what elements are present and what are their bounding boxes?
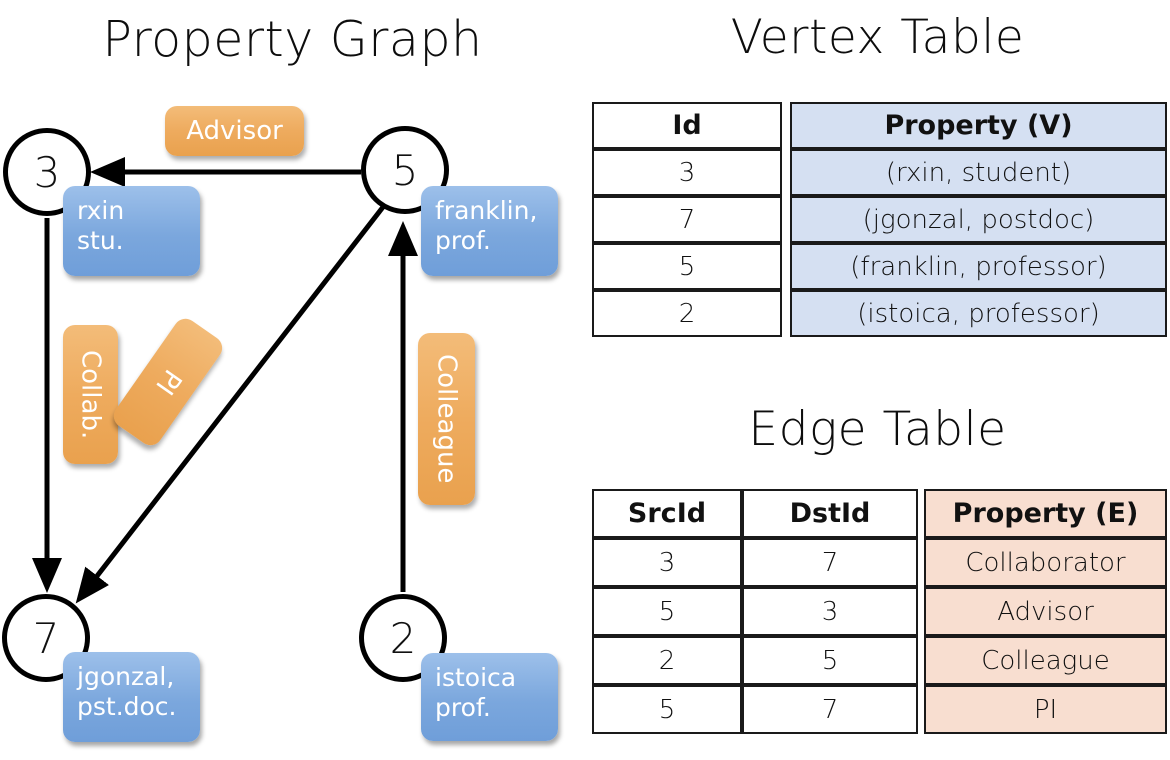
node-5-property-line1: franklin,: [435, 196, 538, 225]
edge-label-colleague-text: Colleague: [431, 354, 462, 484]
vertex-header-id: Id: [592, 102, 782, 149]
edge-header-srcid: SrcId: [592, 489, 742, 538]
node-2-property-line2: prof.: [435, 693, 491, 722]
node-5-property-box: franklin, prof.: [421, 186, 558, 276]
vertex-table-header-row: Id Property (V): [592, 102, 1167, 149]
edge-cell-property: Colleague: [924, 636, 1167, 685]
table-row[interactable]: 5 (franklin, professor): [592, 243, 1167, 290]
edge-cell-srcid: 3: [592, 538, 742, 587]
node-7-property-line2: pst.doc.: [77, 692, 177, 721]
edge-label-pi-text: PI: [149, 363, 187, 401]
node-5-property-line2: prof.: [435, 226, 491, 255]
vertex-table-gutter: [782, 243, 790, 290]
vertex-cell-property: (franklin, professor): [790, 243, 1167, 290]
vertex-cell-property: (rxin, student): [790, 149, 1167, 196]
edge-label-collab: Collab.: [63, 325, 118, 464]
table-row[interactable]: 2 5 Colleague: [592, 636, 1167, 685]
edge-5-to-7: [75, 205, 385, 604]
vertex-cell-id: 3: [592, 149, 782, 196]
vertex-table-gutter: [782, 196, 790, 243]
table-row[interactable]: 3 7 Collaborator: [592, 538, 1167, 587]
edge-label-advisor: Advisor: [165, 106, 304, 156]
node-2-property-line1: istoica: [435, 663, 517, 692]
node-2-property-box: istoica prof.: [421, 653, 558, 741]
edge-cell-dstid: 3: [742, 587, 918, 636]
property-graph-panel: 3 5 7 2 rxin stu. franklin, prof. jgonza…: [2, 106, 558, 742]
edge-cell-srcid: 5: [592, 685, 742, 734]
edge-header-dstid: DstId: [742, 489, 918, 538]
vertex-table-gutter: [782, 149, 790, 196]
node-3-property-box: rxin stu.: [63, 186, 200, 276]
graph-node-2[interactable]: 2: [359, 594, 447, 682]
edge-cell-property: PI: [924, 685, 1167, 734]
edge-cell-dstid: 7: [742, 538, 918, 587]
vertex-table-gutter: [782, 290, 790, 337]
edge-table: SrcId DstId Property (E) 3 7 Collaborato…: [592, 489, 1167, 734]
vertex-cell-property: (jgonzal, postdoc): [790, 196, 1167, 243]
graph-node-5[interactable]: 5: [361, 126, 449, 214]
edge-cell-dstid: 7: [742, 685, 918, 734]
page-title-edge-table: Edge Table: [748, 402, 1007, 457]
edge-label-advisor-text: Advisor: [186, 116, 283, 146]
edge-table-header-row: SrcId DstId Property (E): [592, 489, 1167, 538]
vertex-table-gutter: [782, 102, 790, 149]
vertex-cell-id: 7: [592, 196, 782, 243]
vertex-header-property: Property (V): [790, 102, 1167, 149]
node-3-property-line2: stu.: [77, 226, 124, 255]
table-row[interactable]: 5 3 Advisor: [592, 587, 1167, 636]
edge-cell-property: Advisor: [924, 587, 1167, 636]
edge-header-property: Property (E): [924, 489, 1167, 538]
page-title-property-graph: Property Graph: [102, 11, 483, 68]
node-7-property-box: jgonzal, pst.doc.: [63, 652, 200, 742]
edge-cell-srcid: 2: [592, 636, 742, 685]
vertex-cell-property: (istoica, professor): [790, 290, 1167, 337]
table-row[interactable]: 5 7 PI: [592, 685, 1167, 734]
edge-label-collab-text: Collab.: [75, 349, 106, 440]
vertex-table: Id Property (V) 3 (rxin, student) 7 (jgo…: [592, 102, 1167, 337]
edge-cell-dstid: 5: [742, 636, 918, 685]
graph-edges-layer: [32, 157, 418, 604]
node-7-property-line1: jgonzal,: [77, 662, 175, 691]
edge-cell-srcid: 5: [592, 587, 742, 636]
vertex-cell-id: 5: [592, 243, 782, 290]
edge-cell-property: Collaborator: [924, 538, 1167, 587]
node-3-property-line1: rxin: [77, 196, 125, 225]
vertex-cell-id: 2: [592, 290, 782, 337]
edge-label-colleague: Colleague: [418, 333, 475, 505]
table-row[interactable]: 2 (istoica, professor): [592, 290, 1167, 337]
table-row[interactable]: 7 (jgonzal, postdoc): [592, 196, 1167, 243]
page-title-vertex-table: Vertex Table: [730, 10, 1025, 65]
table-row[interactable]: 3 (rxin, student): [592, 149, 1167, 196]
